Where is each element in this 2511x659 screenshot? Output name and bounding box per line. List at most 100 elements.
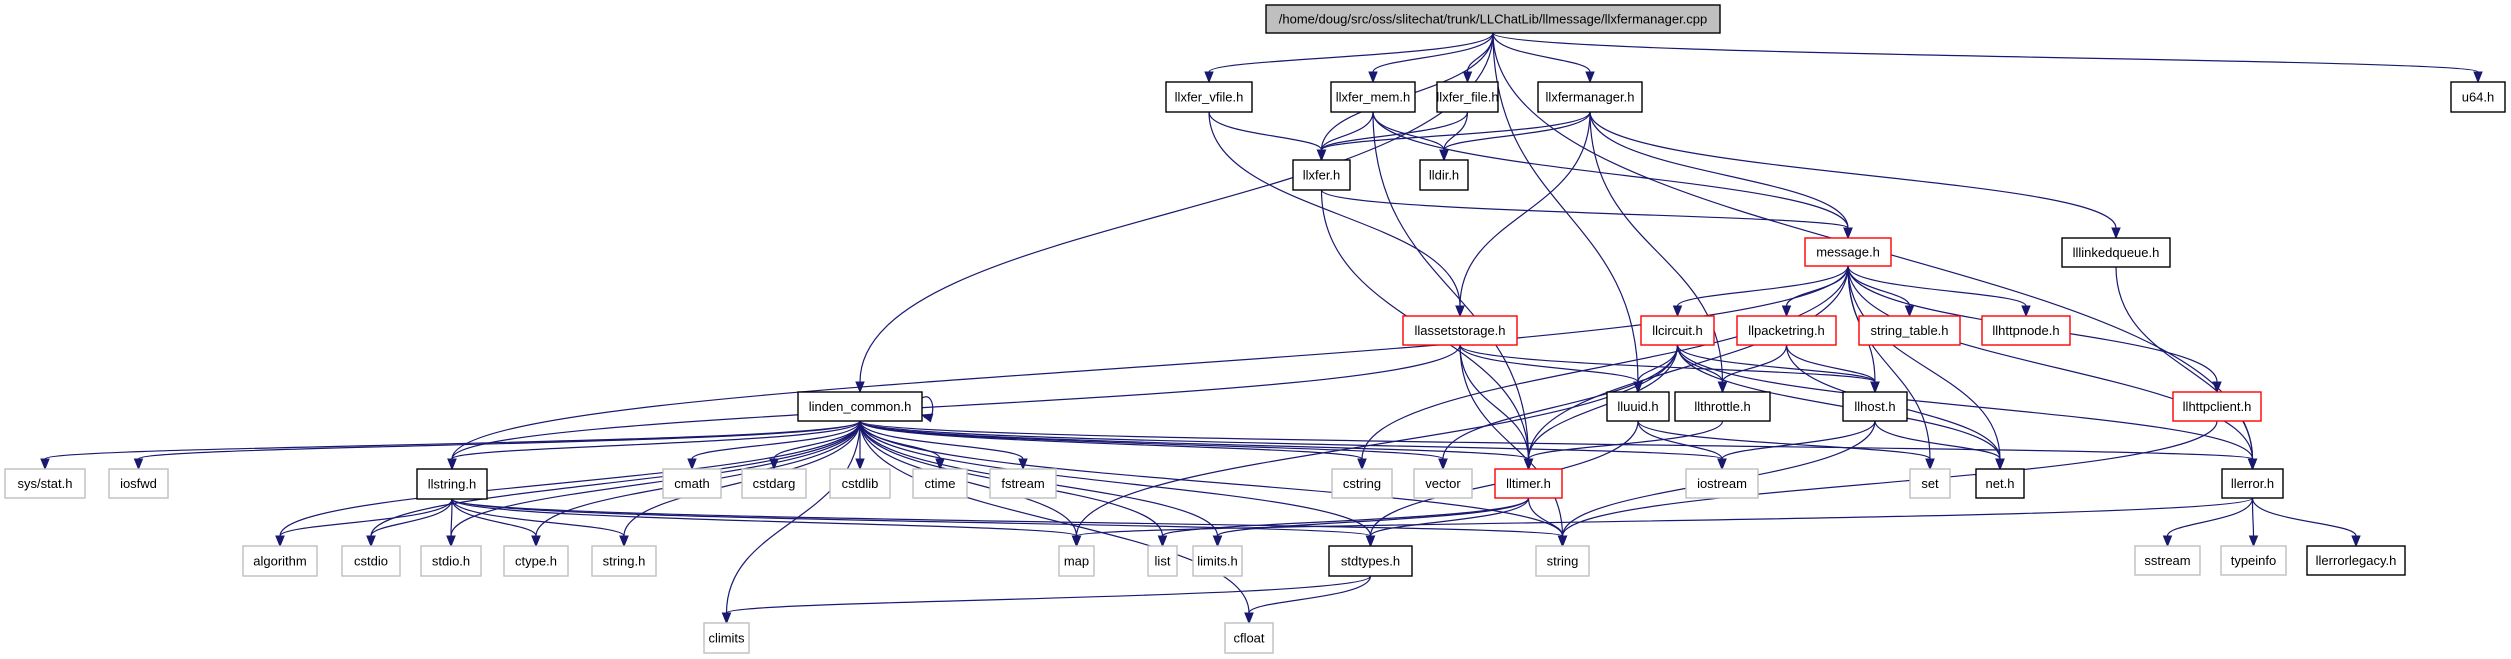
edge-line	[1589, 111, 1724, 383]
node-sys_stat[interactable]: sys/stat.h	[4, 468, 86, 499]
node-sstream[interactable]: sstream	[2134, 545, 2201, 576]
edge-line	[1847, 265, 2254, 460]
arrowhead-icon	[1585, 71, 1595, 84]
edge-line	[1527, 265, 1849, 460]
node-box	[2306, 545, 2406, 576]
node-linden_common[interactable]: linden_common.h	[797, 391, 923, 422]
node-cstdlib[interactable]: cstdlib	[829, 468, 891, 499]
node-typeinfo[interactable]: typeinfo	[2220, 545, 2287, 576]
node-stdio_h[interactable]: stdio.h	[420, 545, 482, 577]
node-cmath[interactable]: cmath	[662, 468, 722, 499]
edge-line	[44, 420, 861, 460]
node-llerror[interactable]: llerror.h	[2221, 468, 2284, 499]
node-root[interactable]: /home/doug/src/oss/slitechat/trunk/LLCha…	[1265, 4, 1721, 34]
node-message[interactable]: message.h	[1804, 237, 1892, 267]
edge-line	[1459, 344, 1530, 460]
arrowhead-icon	[1368, 71, 1378, 84]
node-llthrottle[interactable]: llthrottle.h	[1674, 391, 1771, 422]
arrowhead-icon	[447, 458, 457, 471]
node-label: linden_common.h	[809, 399, 912, 414]
node-lldir[interactable]: lldir.h	[1419, 159, 1469, 191]
node-cstring[interactable]: cstring	[1331, 468, 1393, 499]
edge-line	[1676, 344, 1724, 383]
node-llpacketring[interactable]: llpacketring.h	[1736, 315, 1837, 346]
node-string_h[interactable]: string.h	[591, 545, 657, 577]
node-label: list	[1155, 554, 1171, 569]
node-box	[2134, 545, 2201, 576]
edge-line	[1372, 111, 1849, 229]
node-cfloat[interactable]: cfloat	[1224, 622, 1274, 654]
node-llcircuit[interactable]: llcircuit.h	[1640, 315, 1715, 346]
node-lluuid[interactable]: lluuid.h	[1606, 391, 1670, 422]
node-string_table[interactable]: string_table.h	[1858, 315, 1961, 346]
node-string[interactable]: string	[1535, 545, 1590, 577]
edge-line	[279, 420, 861, 537]
node-box	[1640, 315, 1715, 346]
node-label: cfloat	[1233, 631, 1264, 646]
node-u64[interactable]: u64.h	[2450, 81, 2506, 113]
node-llassetstorage[interactable]: llassetstorage.h	[1402, 315, 1518, 346]
edge-root-to-u64	[1492, 32, 2483, 84]
edge-llstring-to-stdtypes	[451, 498, 1376, 548]
edge-line	[1874, 420, 2001, 460]
node-llxfermanager[interactable]: llxfermanager.h	[1537, 81, 1643, 113]
node-list[interactable]: list	[1147, 545, 1178, 577]
node-label: u64.h	[2462, 90, 2495, 105]
node-box	[1674, 391, 1771, 422]
edge-line	[859, 420, 1530, 460]
edge-line	[1372, 32, 1494, 73]
arrowhead-icon	[1071, 535, 1082, 548]
node-llxfer_vfile[interactable]: llxfer_vfile.h	[1165, 81, 1253, 113]
arrowhead-icon	[2247, 458, 2258, 471]
node-climits[interactable]: climits	[703, 622, 750, 654]
node-box	[4, 468, 86, 499]
edge-llxfermanager-to-llthrottle	[1589, 111, 1728, 394]
arrowhead-icon	[1357, 458, 1367, 471]
edge-line	[859, 420, 1250, 614]
node-stdtypes[interactable]: stdtypes.h	[1328, 545, 1413, 577]
edge-line	[1075, 344, 1679, 537]
node-limits_h[interactable]: limits.h	[1192, 545, 1243, 577]
node-set[interactable]: set	[1909, 468, 1951, 499]
node-label: lltimer.h	[1506, 476, 1551, 491]
node-llxfer[interactable]: llxfer.h	[1292, 159, 1351, 191]
node-lllinkedqueue[interactable]: lllinkedqueue.h	[2061, 237, 2171, 268]
edge-line	[1248, 575, 1372, 614]
node-label: ctype.h	[515, 554, 557, 569]
node-label: cstdlib	[842, 476, 879, 491]
node-label: typeinfo	[2231, 553, 2277, 568]
node-llerrorlegacy[interactable]: llerrorlegacy.h	[2306, 545, 2406, 576]
edge-line	[1676, 344, 1876, 383]
edge-line	[1492, 32, 1639, 383]
edge-llstring-to-string	[451, 498, 1568, 548]
node-llxfer_mem[interactable]: llxfer_mem.h	[1330, 81, 1416, 113]
edge-llxfermanager-to-llassetstorage	[1455, 111, 1591, 318]
node-llhttpclient[interactable]: llhttpclient.h	[2172, 391, 2262, 422]
node-llxfer_file[interactable]: llxfer_file.h	[1436, 81, 1499, 113]
edge-line	[859, 420, 1723, 460]
edge-llassetstorage-to-lluuid	[1459, 344, 1643, 394]
node-cstdarg[interactable]: cstdarg	[741, 468, 807, 499]
node-llhttpnode[interactable]: llhttpnode.h	[1981, 315, 2071, 346]
node-vector[interactable]: vector	[1413, 468, 1473, 499]
node-llhost[interactable]: llhost.h	[1842, 391, 1908, 422]
node-llstring[interactable]: llstring.h	[416, 468, 488, 500]
node-cstdio[interactable]: cstdio	[341, 545, 401, 577]
edge-line	[1208, 111, 1461, 307]
node-ctype_h[interactable]: ctype.h	[503, 545, 569, 577]
node-ctime[interactable]: ctime	[912, 468, 968, 499]
node-algorithm[interactable]: algorithm	[242, 545, 318, 577]
node-box	[1436, 81, 1499, 113]
edge-line	[1785, 344, 1876, 383]
node-box	[2221, 468, 2284, 499]
edge-message-to-llhttpnode	[1847, 265, 2031, 318]
node-iostream[interactable]: iostream	[1685, 468, 1759, 499]
node-iosfwd[interactable]: iosfwd	[108, 468, 169, 499]
node-label: stdtypes.h	[1341, 554, 1400, 569]
node-lltimer[interactable]: lltimer.h	[1494, 468, 1563, 499]
arrowhead-icon	[1781, 305, 1792, 318]
node-map[interactable]: map	[1058, 545, 1095, 577]
node-fstream[interactable]: fstream	[989, 468, 1057, 499]
node-net[interactable]: net.h	[1975, 468, 2025, 499]
